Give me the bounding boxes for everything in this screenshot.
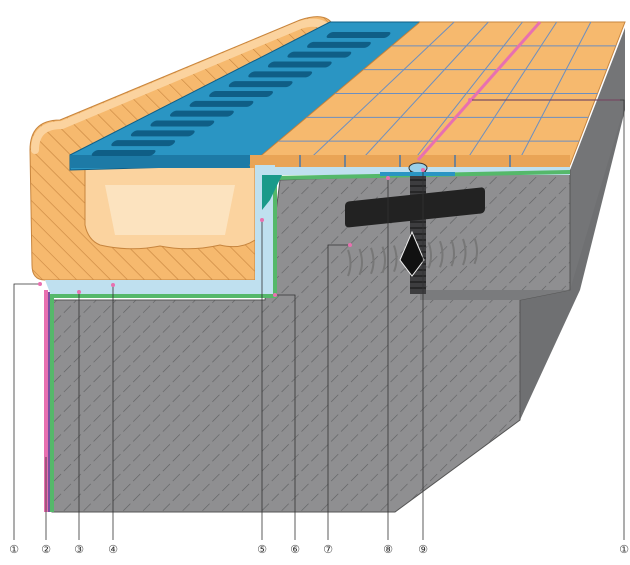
callout-9: ⑨ <box>418 543 428 556</box>
grating-slot <box>130 130 195 137</box>
grating-front <box>70 155 250 168</box>
tile-grout-lines <box>278 21 616 166</box>
callout-5: ⑤ <box>257 543 267 556</box>
grating-slot <box>189 100 254 107</box>
bedding-layer <box>45 165 275 298</box>
grout-line <box>409 21 523 166</box>
grout-line <box>356 21 489 166</box>
channel-inner <box>105 185 235 235</box>
callout-1b: ① <box>619 543 629 556</box>
grating-slot <box>169 110 234 117</box>
tile-deck-edge <box>250 155 570 168</box>
pipe-corrugation <box>358 248 363 276</box>
callout-markers: ① ② ③ ④ ⑤ ⑥ ⑦ ⑧ ⑨ ① <box>9 543 629 556</box>
pipe-flange <box>399 230 425 277</box>
leader-dot-7 <box>348 243 352 247</box>
grating-slot <box>91 150 156 156</box>
pipe-corrugation <box>381 246 386 274</box>
leader-dot-2 <box>44 453 48 457</box>
grating-slot <box>228 81 293 88</box>
leader-dot-1 <box>38 282 42 286</box>
leader-dot-4 <box>111 283 115 287</box>
grout-line <box>516 21 592 166</box>
concrete-step <box>420 290 570 300</box>
concrete-body <box>51 169 571 513</box>
slab-right-face <box>570 28 625 290</box>
pipe-corrugation <box>462 238 467 266</box>
leader-dot-5 <box>260 218 264 222</box>
deck-membrane-line <box>416 21 542 161</box>
grating-slots <box>91 32 391 156</box>
pipe-body <box>345 187 485 228</box>
grout-line <box>462 21 558 166</box>
callout-4: ④ <box>108 543 118 556</box>
grating-slot <box>209 91 273 97</box>
leader-dot-3 <box>77 290 81 294</box>
pipe-corrugation <box>427 241 432 269</box>
grating-slot <box>248 71 313 78</box>
callout-3: ③ <box>74 543 84 556</box>
callout-leaders <box>13 98 625 540</box>
corner-fillet <box>262 175 282 210</box>
pipe-corrugation <box>473 237 478 265</box>
callout-1: ① <box>9 543 19 556</box>
pipe-corrugation <box>370 247 375 275</box>
grating-slot <box>111 140 176 147</box>
callout-8: ⑧ <box>383 543 393 556</box>
grating-slot <box>267 61 332 68</box>
callout-6: ⑥ <box>290 543 300 556</box>
leader-dot-9 <box>421 168 425 172</box>
leader-dot-8 <box>386 176 390 180</box>
grout-line <box>302 21 455 166</box>
callout-2: ② <box>41 543 51 556</box>
leader-line-6 <box>275 294 296 540</box>
leader-dot-6 <box>273 293 277 297</box>
pipe-corrugation <box>393 245 398 272</box>
callout-7: ⑦ <box>323 543 333 556</box>
pipe-corrugation <box>450 239 455 267</box>
drain-blue-strip <box>380 172 455 176</box>
pipe-corrugation <box>439 240 444 268</box>
grating-slot <box>150 120 215 127</box>
leader-dot-1b <box>468 98 472 102</box>
leader-line-1b <box>470 99 625 540</box>
grating-slot <box>326 32 391 38</box>
corrugated-pipe <box>345 187 485 277</box>
leader-line-1 <box>13 283 40 540</box>
pipe-corrugation <box>347 249 352 277</box>
tile-edge-joints <box>299 155 511 168</box>
grating-slot <box>287 51 352 58</box>
grating-slot <box>307 41 371 48</box>
leader-line-7 <box>327 244 350 540</box>
